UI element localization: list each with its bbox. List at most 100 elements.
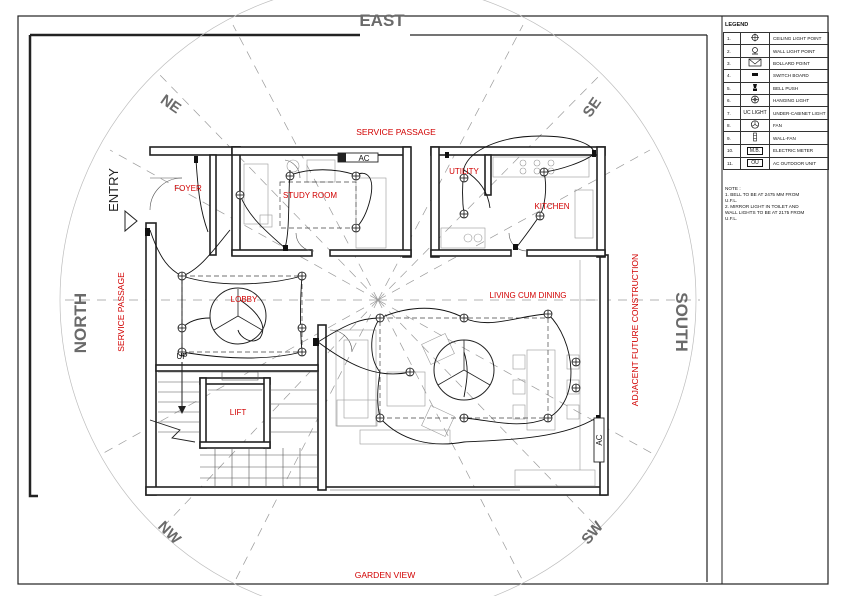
ceiling-light-icon — [459, 209, 469, 219]
south-label: SOUTH — [672, 292, 691, 352]
legend-row: 4. SWITCH BOARD — [723, 69, 829, 83]
study-room-label: STUDY ROOM — [283, 191, 337, 200]
legend-row: 1. CEILING LIGHT POINT — [723, 31, 829, 46]
ceiling-light-icon — [177, 271, 187, 281]
legend-label: AC OUTDOOR UNIT — [769, 156, 829, 170]
legend-label: ELECTRIC METER — [769, 144, 829, 158]
ac-top-label: AC — [358, 154, 369, 163]
living-fan — [433, 339, 495, 401]
legend-panel: LEGEND 1. CEILING LIGHT POINT 2. WALL LI… — [723, 20, 829, 170]
switch-board-icon — [592, 150, 596, 157]
ceiling-light-points — [177, 167, 581, 423]
legend-row: 3. BOLLARD POINT — [723, 56, 829, 71]
legend-number: 5. — [723, 81, 741, 95]
adjacent-construction-label: ADJACENT FUTURE CONSTRUCTION — [630, 254, 640, 406]
nw-label: NW — [154, 518, 184, 548]
garden-view-label: GARDEN VIEW — [355, 570, 415, 580]
bell-push-icon — [740, 81, 770, 95]
ceiling-light-icon — [459, 173, 469, 183]
living-dining-label: LIVING CUM DINING — [490, 291, 567, 300]
ac-right-label: AC — [595, 434, 604, 445]
ceiling-light-icon — [177, 323, 187, 333]
staircase — [149, 362, 318, 487]
wall-light-icon — [740, 44, 770, 58]
note-line: U.F.L. — [725, 198, 738, 203]
ceiling-light-icon — [405, 367, 415, 377]
sheet-border — [17, 15, 829, 585]
ceiling-light-icon — [375, 313, 385, 323]
kitchen-label: KITCHEN — [534, 202, 569, 211]
ceiling-light-icon — [571, 383, 581, 393]
legend-row: 8. FAN — [723, 118, 829, 133]
ceiling-light-icon — [285, 171, 295, 181]
switch-board-icon — [740, 69, 770, 83]
legend-title: LEGEND — [725, 22, 749, 28]
legend-number: 1. — [723, 31, 741, 46]
notes-block: NOTE : 1. BELL TO BE AT 2475 MM FROM U.F… — [725, 186, 825, 222]
uc-light-symbol: UC LIGHT — [740, 106, 770, 120]
building-walls — [145, 146, 609, 496]
legend-number: 9. — [723, 131, 741, 146]
legend-label: SWITCH BOARD — [769, 69, 829, 83]
electric-meter-symbol: M.B. — [740, 144, 770, 158]
note-line: 1. BELL TO BE AT 2475 MM FROM — [725, 192, 800, 197]
ceiling-light-icon — [543, 309, 553, 319]
utility-label: UTILITY — [449, 167, 479, 176]
ceiling-light-icon — [740, 31, 770, 46]
ceiling-light-icon — [539, 167, 549, 177]
lift-label: LIFT — [230, 408, 247, 417]
legend-number: 11. — [723, 156, 741, 170]
fan-icon — [740, 118, 770, 133]
north-label: NORTH — [71, 293, 90, 353]
ceiling-light-icon — [459, 413, 469, 423]
legend-number: 2. — [723, 44, 741, 58]
furniture — [243, 156, 598, 487]
legend-number: 6. — [723, 93, 741, 108]
ceiling-light-icon — [571, 357, 581, 367]
legend-row: 11. OU AC OUTDOOR UNIT — [723, 156, 829, 170]
foyer-label: FOYER — [174, 184, 202, 193]
ac-outdoor-text: OU — [747, 159, 763, 168]
ceiling-light-icon — [543, 413, 553, 423]
legend-row: 7. UC LIGHT UNDER-CABINET LIGHT — [723, 106, 829, 120]
switch-board-icon — [145, 228, 150, 236]
electric-meter-text: M.B. — [746, 146, 764, 155]
east-label: EAST — [359, 11, 405, 30]
legend-label: HANGING LIGHT — [769, 93, 829, 108]
entry-marker: ENTRY — [106, 168, 138, 233]
legend-row: 2. WALL LIGHT POINT — [723, 44, 829, 58]
legend-number: 3. — [723, 56, 741, 71]
legend-row: 5. BELL PUSH — [723, 81, 829, 95]
legend-label: CEILING LIGHT POINT — [769, 31, 829, 46]
legend-label: BOLLARD POINT — [769, 56, 829, 71]
ne-label: NE — [157, 91, 184, 117]
switch-board-icon — [445, 152, 449, 158]
ceiling-light-icon — [235, 190, 245, 200]
switch-board-icon — [194, 156, 198, 163]
ceiling-light-icon — [351, 171, 361, 181]
lobby-fan — [209, 287, 267, 345]
hanging-light-icon — [740, 93, 770, 108]
legend-label: WALL-FAN — [769, 131, 829, 146]
legend-number: 7. — [723, 106, 741, 120]
wall-fan-icon — [740, 131, 770, 146]
ceiling-light-icon — [297, 323, 307, 333]
stair-up-label: UP — [176, 352, 187, 361]
lobby-label: LOBBY — [231, 295, 258, 304]
ceiling-light-icon — [375, 413, 385, 423]
note-line: WALL LIGHTS TO BE AT 2175 FROM — [725, 210, 805, 215]
entry-label: ENTRY — [106, 168, 121, 212]
wiring — [149, 135, 597, 445]
ceiling-light-icon — [297, 347, 307, 357]
switch-board-icon — [513, 244, 518, 250]
notes-title: NOTE : — [725, 186, 741, 191]
ceiling-light-icon — [297, 271, 307, 281]
ceiling-light-icon — [351, 223, 361, 233]
legend-label: WALL LIGHT POINT — [769, 44, 829, 58]
legend-row: 9. WALL-FAN — [723, 131, 829, 146]
note-line: U.F.L. — [725, 216, 738, 221]
service-passage-top-label: SERVICE PASSAGE — [356, 127, 436, 137]
note-line: 2. MIRROR LIGHT IN TOILET AND — [725, 204, 799, 209]
switch-board-icon — [313, 338, 319, 346]
